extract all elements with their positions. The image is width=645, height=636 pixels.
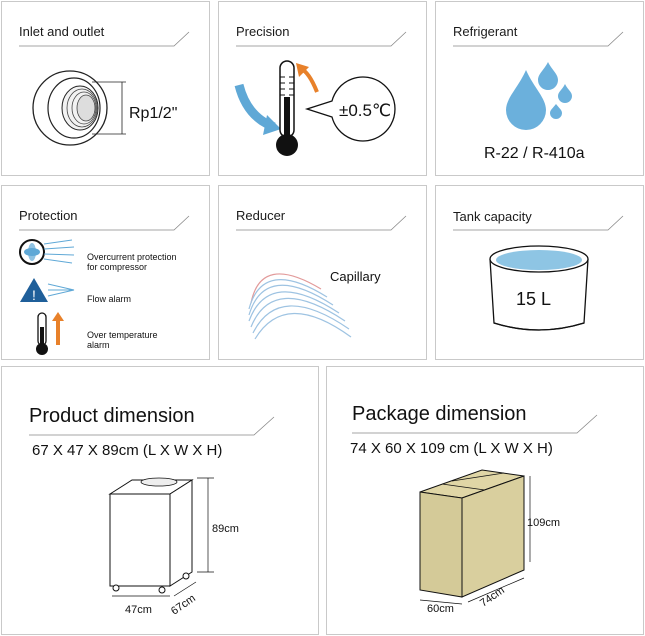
droplets-icon [506, 62, 572, 130]
label-line: alarm [87, 340, 110, 350]
product-dims-text: 67 X 47 X 89cm (L X W X H) [32, 442, 223, 459]
package-dimension-title: Package dimension [352, 403, 527, 425]
title-underline [19, 31, 190, 47]
title-underline [236, 215, 407, 231]
package-box-drawing [419, 469, 531, 605]
precision-card: Precision ±0.5℃ [218, 1, 427, 176]
title-underline [29, 416, 275, 436]
refrigerant-card: Refrigerant R-22 / R-410a [435, 1, 644, 176]
protection-label-overcurrent: Overcurrent protection for compressor [87, 252, 177, 272]
thermometer-icon [234, 60, 396, 156]
title-underline [453, 215, 624, 231]
card-title: Precision [236, 24, 290, 39]
package-dims-text: 74 X 60 X 109 cm (L X W X H) [350, 440, 553, 457]
package-width-label: 60cm [427, 603, 454, 615]
inlet-size-label: Rp1/2" [129, 105, 178, 122]
capillary-tubes-icon [248, 273, 352, 340]
title-underline [19, 215, 190, 231]
title-underline [453, 31, 624, 47]
card-title: Reducer [236, 208, 286, 223]
product-dimension-title: Product dimension [29, 405, 195, 427]
protection-label-flow: Flow alarm [87, 294, 132, 304]
precision-value: ±0.5℃ [339, 101, 392, 120]
thermometer-icon [36, 312, 64, 355]
title-underline [352, 414, 598, 434]
inlet-outlet-card: Inlet and outlet Rp1/2" [1, 1, 210, 176]
card-title: Refrigerant [453, 24, 518, 39]
package-dimension-card: Package dimension 74 X 60 X 109 cm (L X … [326, 366, 644, 635]
label-line: Over temperature [87, 330, 158, 340]
chiller-unit-drawing [108, 477, 214, 597]
protection-card: Protection Overcurrent protection for co… [1, 185, 210, 360]
label-line: for compressor [87, 262, 148, 272]
tank-capacity-value: 15 L [516, 289, 552, 309]
product-dimension-card: Product dimension 67 X 47 X 89cm (L X W … [1, 366, 319, 635]
card-title: Tank capacity [453, 209, 532, 224]
title-underline [236, 31, 407, 47]
protection-label-overtemp: Over temperature alarm [87, 330, 158, 350]
tank-card: Tank capacity 15 L [435, 185, 644, 360]
reducer-card: Reducer Capillary [218, 185, 427, 360]
svg-text:!: ! [32, 287, 36, 303]
tank-icon [489, 245, 589, 331]
warning-icon: ! [20, 278, 75, 303]
product-height-label: 89cm [212, 523, 239, 535]
product-width-label: 47cm [125, 604, 152, 616]
refrigerant-types: R-22 / R-410a [484, 145, 585, 162]
package-height-label: 109cm [527, 517, 561, 529]
fan-icon [19, 239, 75, 265]
label-line: Overcurrent protection [87, 252, 177, 262]
pipe-fitting-icon [32, 70, 126, 146]
card-title: Inlet and outlet [19, 24, 105, 39]
reducer-label: Capillary [330, 269, 381, 284]
card-title: Protection [19, 208, 78, 223]
